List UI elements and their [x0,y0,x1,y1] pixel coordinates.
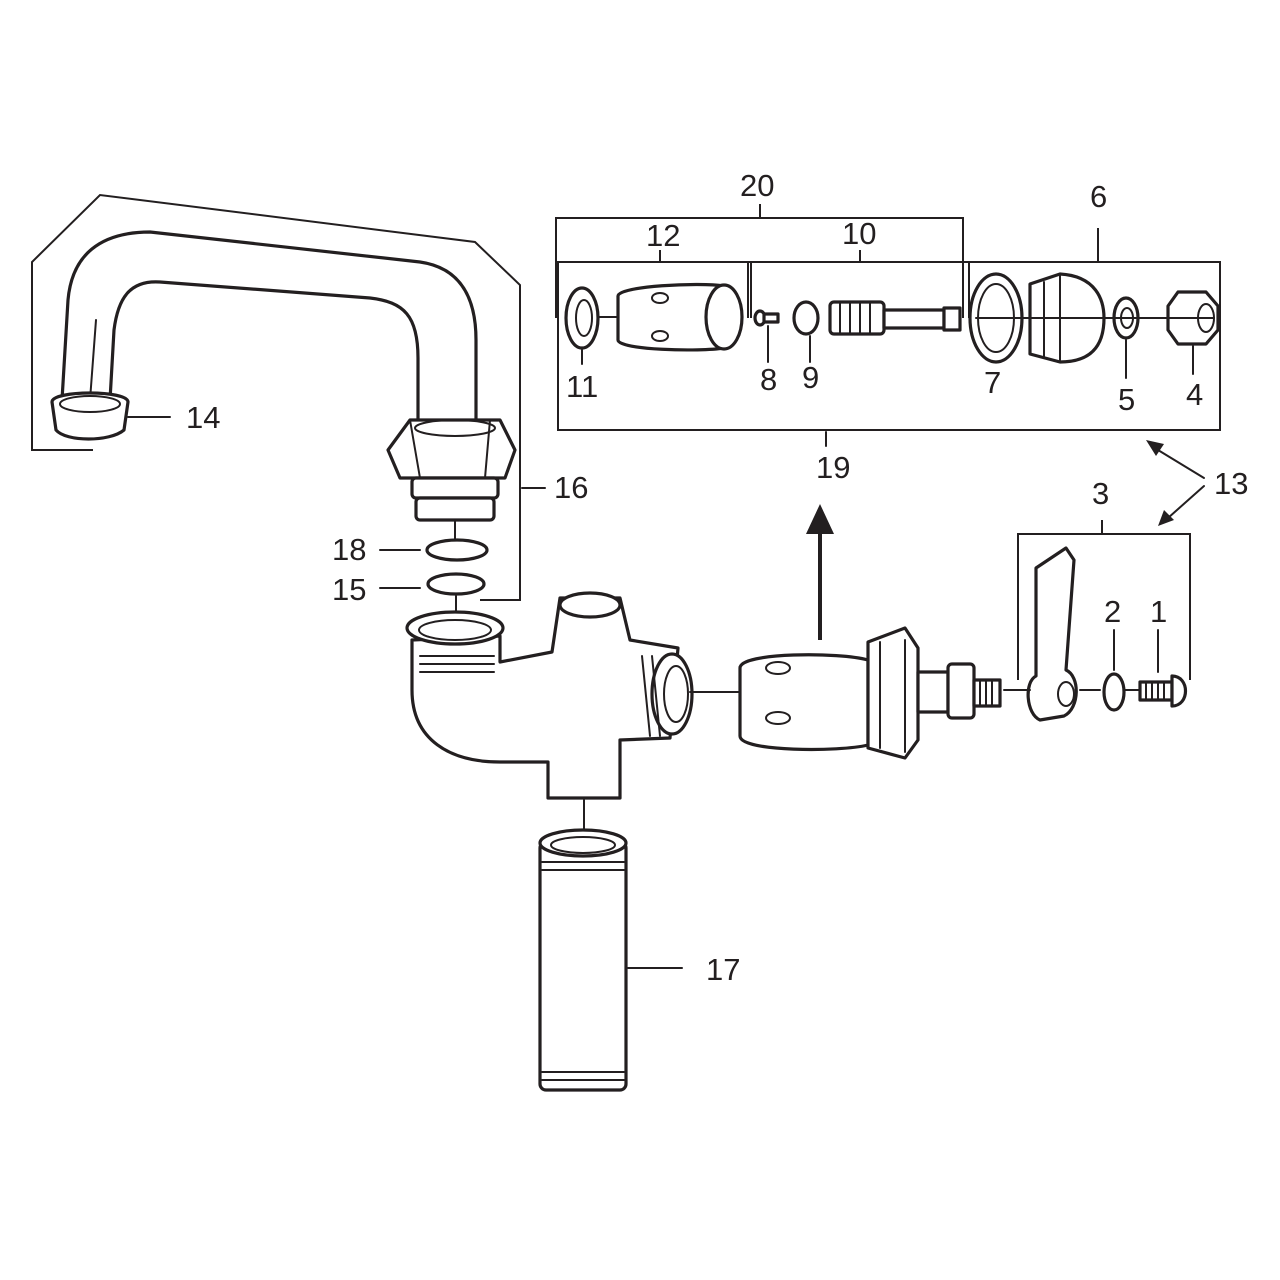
bracket-12 [560,250,749,318]
screw-1 [1138,674,1187,708]
o-ring-18 [425,538,489,562]
spindle-barrel-12 [597,282,744,352]
lever-handle [1003,546,1101,722]
leader-lines [127,325,1194,969]
callout-12: 12 [646,218,680,253]
seat-washer-11 [564,286,600,350]
bracket-20 [555,204,964,318]
callout-20: 20 [740,168,774,203]
callout-16: 16 [554,470,588,505]
callout-5: 5 [1118,382,1135,417]
bracket-10 [750,250,963,318]
callout-13-arrows [1146,440,1205,526]
callout-6: 6 [1090,179,1107,214]
callout-17: 17 [706,952,740,987]
callout-18: 18 [332,532,366,567]
washer-9 [792,300,820,336]
callout-11: 11 [566,369,598,404]
washer-2 [1102,672,1141,712]
callout-8: 8 [760,362,777,397]
callout-19: 19 [816,450,850,485]
swivel-nut [386,418,517,541]
callout-2: 2 [1104,594,1121,629]
screw-8 [753,309,780,327]
callout-14: 14 [186,400,220,435]
nipple-pipe [538,828,628,1092]
callout-4: 4 [1186,377,1203,412]
spout [50,230,478,441]
stem-10 [828,300,962,336]
callout-3: 3 [1092,476,1109,511]
spout-outline-frame [31,193,521,601]
callout-10: 10 [842,216,876,251]
callout-1: 1 [1150,594,1167,629]
callout-9: 9 [802,360,819,395]
cartridge-assembly-19 [689,626,1002,760]
arrow-up [806,504,834,640]
valve-body [405,591,694,837]
callout-13: 13 [1214,466,1248,501]
callout-15: 15 [332,572,366,607]
bracket-6 [968,228,1221,318]
bracket-3 [1017,520,1191,680]
callout-7: 7 [984,365,1001,400]
